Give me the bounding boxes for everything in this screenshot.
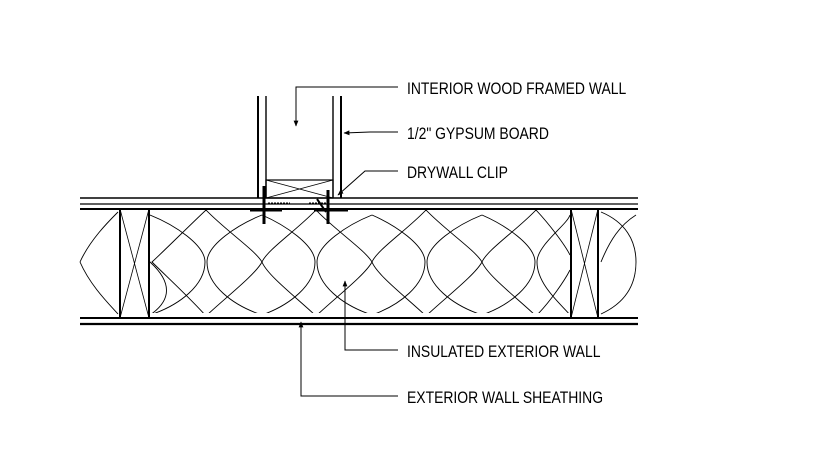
- left-stud: [119, 208, 150, 319]
- interior-wall: [250, 96, 348, 224]
- drywall-clip-left: [250, 186, 290, 224]
- leader-insulated-wall: [342, 280, 398, 351]
- right-stud: [570, 208, 599, 319]
- batt-insulation: [150, 210, 570, 313]
- leader-sheathing: [298, 321, 398, 397]
- label-gypsum-board: 1/2" GYPSUM BOARD: [407, 125, 549, 144]
- leader-interior-wall: [293, 86, 398, 127]
- exterior-wall: [79, 197, 638, 326]
- leader-gypsum-board: [343, 130, 398, 136]
- left-end-insulation: [79, 211, 119, 315]
- drywall-clip-right: [309, 190, 348, 224]
- label-drywall-clip: DRYWALL CLIP: [407, 164, 508, 183]
- label-insulated-wall: INSULATED EXTERIOR WALL: [407, 343, 601, 362]
- leader-drywall-clip: [337, 170, 398, 196]
- label-sheathing: EXTERIOR WALL SHEATHING: [407, 389, 603, 408]
- bottom-plate: [265, 179, 334, 199]
- label-interior-wall: INTERIOR WOOD FRAMED WALL: [407, 80, 627, 99]
- leaders: [293, 86, 398, 397]
- right-end-insulation: [600, 211, 637, 315]
